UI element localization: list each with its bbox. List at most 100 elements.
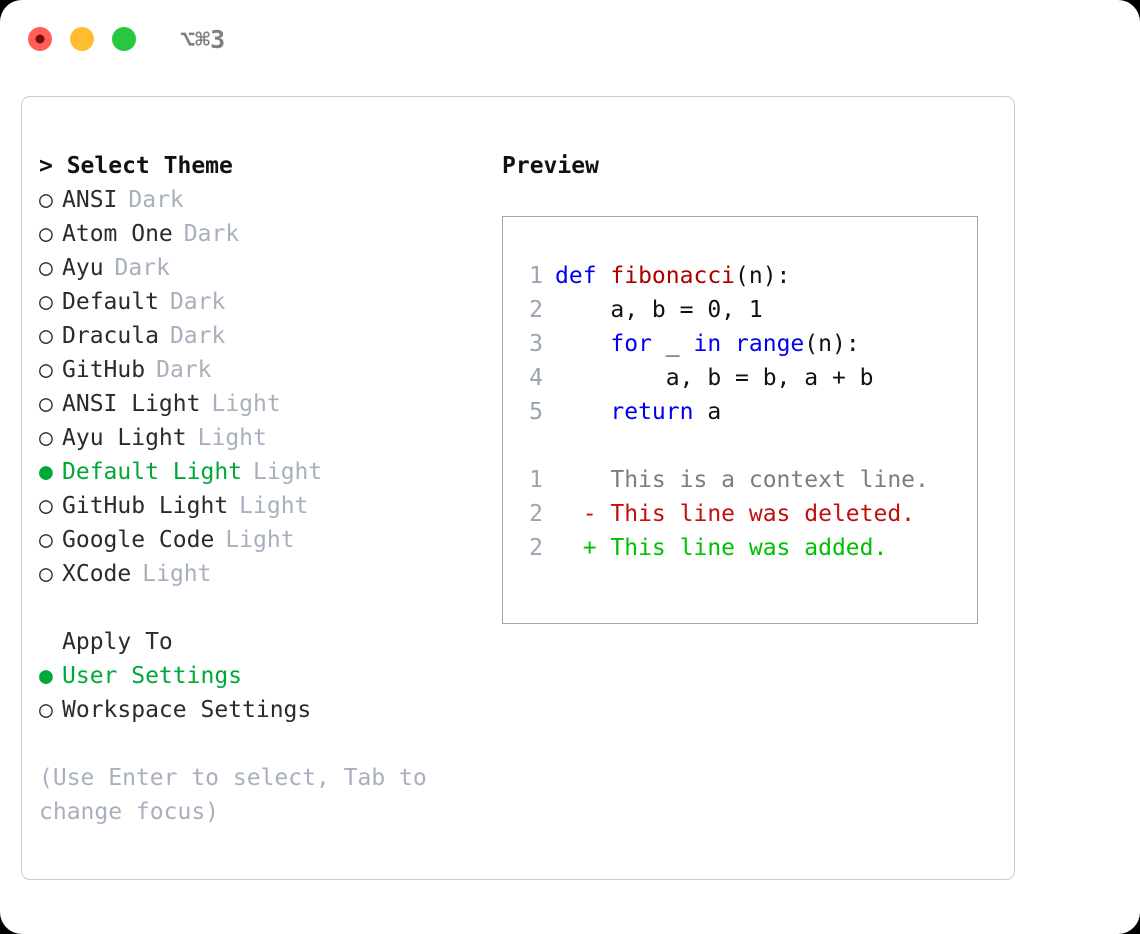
diff-line-text: This is a context line. [555,467,929,493]
section-spacer [39,591,479,625]
apply-to-heading: Apply To [62,629,173,655]
theme-option-label: Default Light [62,459,243,485]
close-window-icon[interactable] [28,27,52,51]
code-token-plain [555,399,610,425]
apply-to-option-list[interactable]: ● User Settings ○ Workspace Settings [39,659,479,727]
radio-unselected-icon: ○ [39,425,53,451]
theme-category-tag: Light [225,527,295,553]
code-token-plain [721,331,735,357]
radio-unselected-icon: ○ [39,323,53,349]
code-line: 4 a, b = b, a + b [515,361,929,395]
theme-option-ayu-light[interactable]: ○ Ayu Light Light [39,421,479,455]
code-token-plain: a, b = b, a + b [555,365,874,391]
select-theme-heading: > Select Theme [39,153,233,179]
theme-option-xcode[interactable]: ○ XCode Light [39,557,479,591]
radio-unselected-icon: ○ [39,697,53,723]
code-line-number: 3 [529,331,543,357]
diff-line-context: 1 This is a context line. [515,463,929,497]
code-line: 3 for _ in range(n): [515,327,929,361]
code-line-number: 1 [529,263,543,289]
code-line-text: return a [555,395,721,429]
maximize-window-icon[interactable] [112,27,136,51]
keyboard-hint-text: (Use Enter to select, Tab to change focu… [39,765,441,825]
radio-unselected-icon: ○ [39,561,53,587]
apply-to-option-label: User Settings [62,663,243,689]
theme-option-label: ANSI [62,187,118,213]
diff-line-del: 2 - This line was deleted. [515,497,929,531]
diff-line-text: - This line was deleted. [555,501,916,527]
diff-line-number: 2 [529,501,543,527]
theme-option-label: Default [62,289,159,315]
theme-option-label: GitHub [62,357,146,383]
theme-category-tag: Dark [156,357,212,383]
theme-option-label: Google Code [62,527,215,553]
code-token-plain [555,331,610,357]
preview-heading: Preview [502,153,599,179]
code-token-plain: (n): [735,263,791,289]
theme-category-tag: Dark [114,255,170,281]
code-line-text: a, b = b, a + b [555,361,874,395]
radio-unselected-icon: ○ [39,527,53,553]
code-line-text: for _ in range(n): [555,327,860,361]
theme-option-label: Atom One [62,221,173,247]
code-token-kw: return [610,399,694,425]
code-line: 2 a, b = 0, 1 [515,293,929,327]
radio-unselected-icon: ○ [39,221,53,247]
code-token-fn: fibonacci [610,263,736,289]
theme-option-label: ANSI Light [62,391,201,417]
theme-category-tag: Light [239,493,309,519]
code-token-kw: for [610,331,652,357]
radio-unselected-icon: ○ [39,187,53,213]
keyboard-shortcut-label: ⌥⌘3 [180,24,226,54]
diff-line-number: 2 [529,535,543,561]
theme-option-label: XCode [62,561,132,587]
theme-option-ayu[interactable]: ○ Ayu Dark [39,251,479,285]
theme-category-tag: Light [142,561,212,587]
theme-option-ansi-light[interactable]: ○ ANSI Light Light [39,387,479,421]
code-token-plain: a [693,399,722,425]
radio-selected-icon: ● [39,663,53,689]
radio-unselected-icon: ○ [39,391,53,417]
code-line-number: 4 [529,365,543,391]
radio-unselected-icon: ○ [39,493,53,519]
theme-category-tag: Dark [169,323,226,349]
theme-option-google-code[interactable]: ○ Google Code Light [39,523,479,557]
theme-option-atom-one[interactable]: ○ Atom One Dark [39,217,479,251]
theme-category-tag: Light [211,391,281,417]
code-line-number: 5 [529,399,543,425]
theme-option-github-light[interactable]: ○ GitHub Light Light [39,489,479,523]
theme-option-label: Ayu Light [62,425,187,451]
radio-selected-icon: ● [39,459,53,485]
code-line-text: def fibonacci(n): [555,259,790,293]
code-diff-separator [515,429,929,463]
code-token-kw: in [693,331,722,357]
radio-unselected-icon: ○ [39,255,53,281]
theme-option-default-light[interactable]: ● Default Light Light [39,455,479,489]
minimize-window-icon[interactable] [70,27,94,51]
theme-category-tag: Light [197,425,267,451]
code-line: 5 return a [515,395,929,429]
code-line: 1 def fibonacci(n): [515,259,929,293]
theme-option-label: Ayu [62,255,104,281]
theme-option-dracula[interactable]: ○ Dracula Dark [39,319,479,353]
theme-category-tag: Dark [183,221,240,247]
theme-option-label: Dracula [62,323,159,349]
title-bar: ⌥⌘3 [0,0,1140,78]
code-token-kw: range [735,331,805,357]
apply-to-option-workspace-settings[interactable]: ○ Workspace Settings [39,693,479,727]
theme-category-tag: Light [253,459,323,485]
apply-to-option-label: Workspace Settings [62,697,312,723]
diff-line-number: 1 [529,467,543,493]
code-token-plain: (n): [804,331,860,357]
theme-option-label: GitHub Light [62,493,229,519]
apply-to-option-user-settings[interactable]: ● User Settings [39,659,479,693]
